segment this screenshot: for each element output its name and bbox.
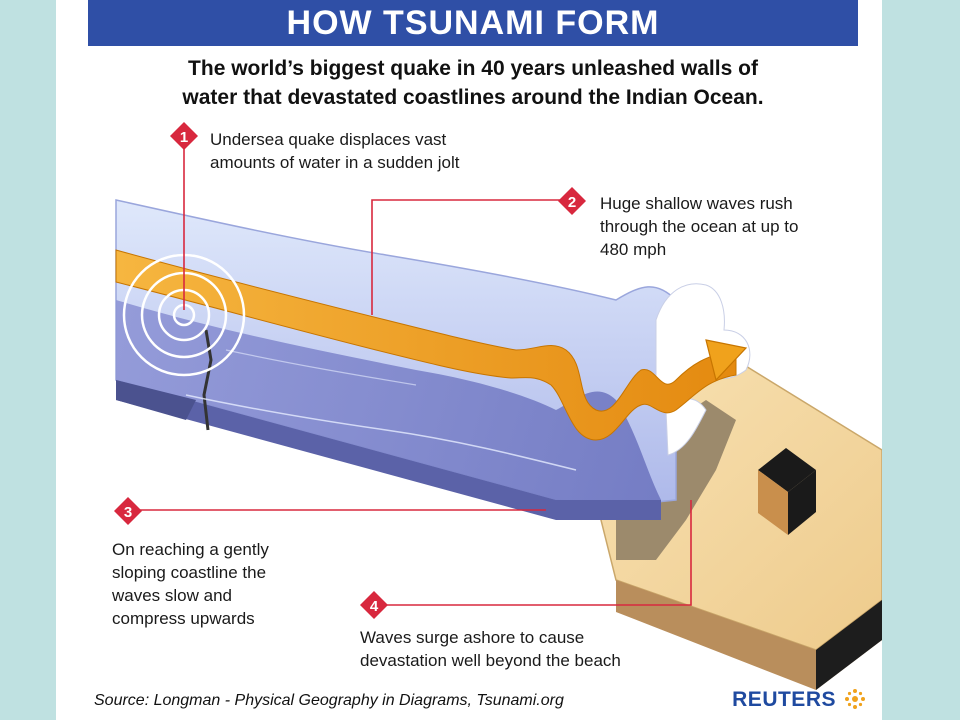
step-2-text: Huge shallow waves rush through the ocea… xyxy=(600,192,799,261)
step-marker-3: 3 xyxy=(114,497,142,525)
subtitle-line: The world’s biggest quake in 40 years un… xyxy=(188,57,758,80)
step-marker-4: 4 xyxy=(360,591,388,619)
step-marker-1: 1 xyxy=(170,122,198,150)
fault-line-icon xyxy=(202,329,213,431)
step-1-line: amounts of water in a sudden jolt xyxy=(210,153,460,172)
brand-name: REUTERS xyxy=(732,688,836,711)
direction-arrow-icon xyxy=(705,339,748,382)
step-2-line: Huge shallow waves rush xyxy=(600,194,793,213)
svg-text:4: 4 xyxy=(370,598,379,615)
step-4-line: Waves surge ashore to cause xyxy=(360,628,585,647)
step-4-text: Waves surge ashore to cause devastation … xyxy=(360,626,621,672)
step-1-line: Undersea quake displaces vast xyxy=(210,130,447,149)
step-2-line: through the ocean at up to xyxy=(600,217,799,236)
page-title: HOW TSUNAMI FORM xyxy=(88,0,858,46)
step-3-line: waves slow and xyxy=(112,586,233,605)
step-3-text: On reaching a gently sloping coastline t… xyxy=(112,538,269,630)
step-marker-2: 2 xyxy=(558,187,586,215)
step-3-line: sloping coastline the xyxy=(112,563,267,582)
svg-text:1: 1 xyxy=(180,129,188,146)
subtitle: The world’s biggest quake in 40 years un… xyxy=(86,54,860,112)
infographic-card: 1 2 3 4 HOW TSUNAMI FORM The world’s big… xyxy=(56,0,882,720)
source-credit: Source: Longman - Physical Geography in … xyxy=(94,692,564,709)
step-4-line: devastation well beyond the beach xyxy=(360,651,621,670)
step-2-line: 480 mph xyxy=(600,240,667,259)
svg-text:3: 3 xyxy=(124,504,132,521)
reuters-logo-icon xyxy=(845,689,865,709)
subtitle-line: water that devastated coastlines around … xyxy=(182,86,764,109)
tsunami-wave-band xyxy=(115,249,748,441)
ocean-section xyxy=(115,199,677,520)
tsunami-diagram: 1 2 3 4 xyxy=(114,122,882,690)
house-icon xyxy=(758,448,816,535)
step-1-text: Undersea quake displaces vast amounts of… xyxy=(210,128,459,174)
callout-leaders xyxy=(138,145,692,606)
step-3-line: On reaching a gently xyxy=(112,540,269,559)
step-3-line: compress upwards xyxy=(112,609,255,628)
svg-text:2: 2 xyxy=(568,194,576,211)
